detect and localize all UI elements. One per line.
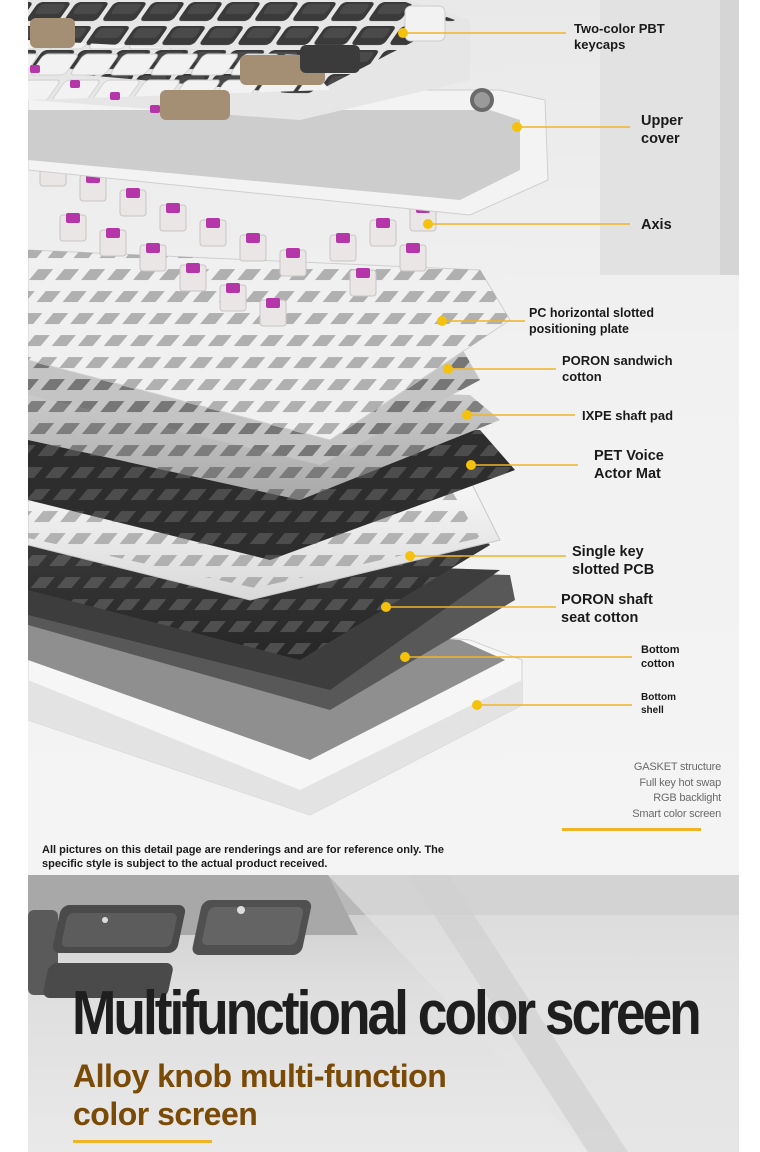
label-ixpe: IXPE shaft pad — [582, 408, 674, 423]
label-pet-line1: PET Voice — [594, 448, 664, 464]
subhead-line2: color screen — [73, 1096, 258, 1132]
feature-list: GASKET structure Full key hot swap RGB b… — [632, 760, 721, 822]
label-poron-sandwich-line2: cotton — [562, 369, 602, 385]
label-keycaps: Two-color PBT keycaps — [574, 21, 665, 54]
label-bottom-shell-line1: Bottom — [641, 692, 676, 703]
disclaimer-line2: specific style is subject to the actual … — [42, 858, 328, 870]
subhead-underline — [73, 1140, 212, 1143]
label-poron-sandwich: PORON sandwich cotton — [562, 353, 673, 386]
feature-underline — [562, 828, 701, 831]
label-bottom-cotton-line1: Bottom — [641, 644, 680, 656]
label-pcb-line2: slotted PCB — [572, 562, 655, 579]
label-upper-cover-line2: cover — [641, 131, 680, 148]
feature-hot-swap: Full key hot swap — [639, 776, 721, 789]
label-pcb-line1: Single key — [572, 544, 644, 560]
keyboard-closeup-illustration — [28, 875, 739, 1152]
subhead: Alloy knob multi-function color screen — [73, 1057, 447, 1133]
label-poron-seat-line1: PORON shaft — [561, 592, 653, 608]
label-pet: PET Voice Actor Mat — [594, 447, 664, 483]
label-pc-plate-line2: positioning plate — [529, 321, 629, 336]
feature-rgb: RGB backlight — [653, 792, 721, 804]
keyboard-exploded-illustration — [28, 0, 739, 816]
label-poron-seat-line2: seat cotton — [561, 610, 639, 627]
label-upper-cover-line1: Upper — [641, 113, 683, 129]
label-keycaps-line1: Two-color PBT — [574, 21, 665, 36]
label-upper-cover: Upper cover — [641, 112, 683, 148]
subhead-line1: Alloy knob multi-function — [73, 1058, 447, 1094]
label-bottom-shell-line2: shell — [641, 704, 664, 716]
feature-gasket: GASKET structure — [633, 761, 721, 773]
label-axis: Axis — [641, 217, 672, 233]
label-bottom-cotton-line2: cotton — [641, 657, 675, 670]
label-poron-seat: PORON shaft seat cotton — [561, 591, 653, 627]
label-poron-sandwich-line1: PORON sandwich — [562, 353, 673, 368]
label-bottom-shell: Bottom shell — [641, 692, 676, 717]
label-pc-plate: PC horizontal slotted positioning plate — [529, 306, 654, 337]
label-pc-plate-line1: PC horizontal slotted — [529, 306, 654, 320]
leader-dots — [381, 28, 522, 710]
disclaimer: All pictures on this detail page are ren… — [42, 843, 502, 871]
label-pcb: Single key slotted PCB — [572, 543, 654, 579]
disclaimer-line1: All pictures on this detail page are ren… — [42, 844, 445, 856]
headline: Multifunctional color screen — [72, 979, 702, 1048]
color-screen-banner — [28, 875, 739, 1152]
exploded-view-panel — [28, 0, 739, 875]
switch-array — [39, 158, 437, 327]
feature-color-screen: Smart color screen — [632, 807, 721, 820]
label-bottom-cotton: Bottom cotton — [641, 644, 680, 672]
label-keycaps-line2: keycaps — [574, 37, 626, 53]
leader-lines — [386, 32, 632, 706]
label-pet-line2: Actor Mat — [594, 466, 661, 483]
